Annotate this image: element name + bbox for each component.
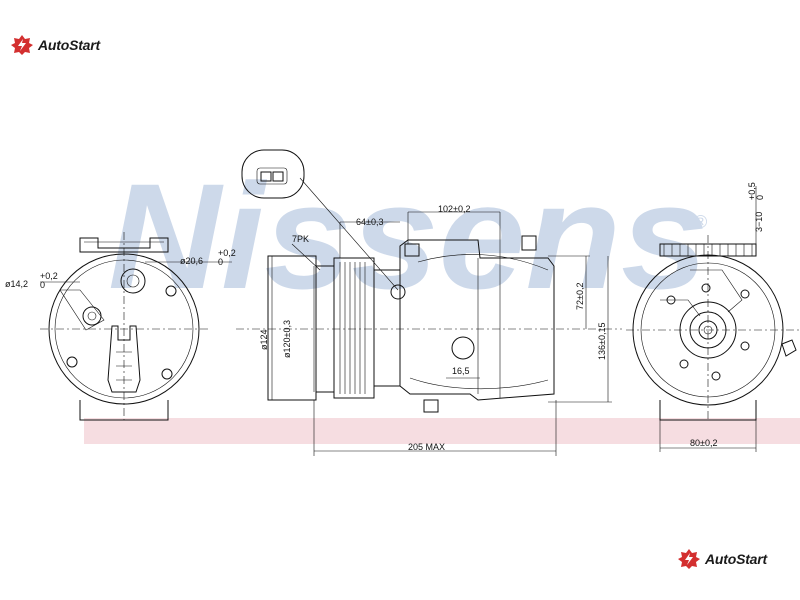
dim-d20-tol-bottom: 0 bbox=[218, 257, 223, 267]
dim-16: 16,5 bbox=[452, 366, 470, 376]
dim-136: 136±0,15 bbox=[597, 323, 607, 360]
dim-3-tol-top: +0,5 bbox=[747, 182, 757, 200]
dim-pulley: 7PK bbox=[292, 234, 309, 244]
dim-d14: ø14,2 bbox=[5, 279, 28, 289]
autostart-gear-icon bbox=[11, 35, 33, 55]
dim-205: 205 MAX bbox=[408, 442, 445, 452]
dim-d14-tol-bottom: 0 bbox=[40, 280, 45, 290]
dim-102: 102±0,2 bbox=[438, 204, 470, 214]
dim-d14-tol-top: +0,2 bbox=[40, 271, 58, 281]
pink-band bbox=[84, 418, 800, 444]
autostart-logo-top: AutoStart bbox=[10, 34, 100, 56]
dim-d124: ø124 bbox=[259, 329, 269, 350]
registered-mark: ® bbox=[694, 212, 707, 232]
autostart-logo-text: AutoStart bbox=[705, 551, 767, 567]
dim-80: 80±0,2 bbox=[690, 438, 717, 448]
dim-64: 64±0,3 bbox=[356, 217, 383, 227]
dim-3-tol-bottom: 0 bbox=[755, 195, 765, 200]
dim-d120: ø120±0,3 bbox=[282, 320, 292, 358]
rear-view bbox=[40, 232, 232, 421]
dim-d20: ø20,6 bbox=[180, 256, 203, 266]
side-view bbox=[236, 149, 622, 456]
autostart-logo-text: AutoStart bbox=[38, 37, 100, 53]
autostart-gear-icon bbox=[678, 549, 700, 569]
front-view bbox=[626, 186, 800, 452]
autostart-logo-bottom: AutoStart bbox=[677, 548, 767, 570]
dim-d20-tol-top: +0,2 bbox=[218, 248, 236, 258]
dim-3: 3−10 bbox=[754, 212, 764, 232]
dim-72: 72±0,2 bbox=[575, 283, 585, 310]
